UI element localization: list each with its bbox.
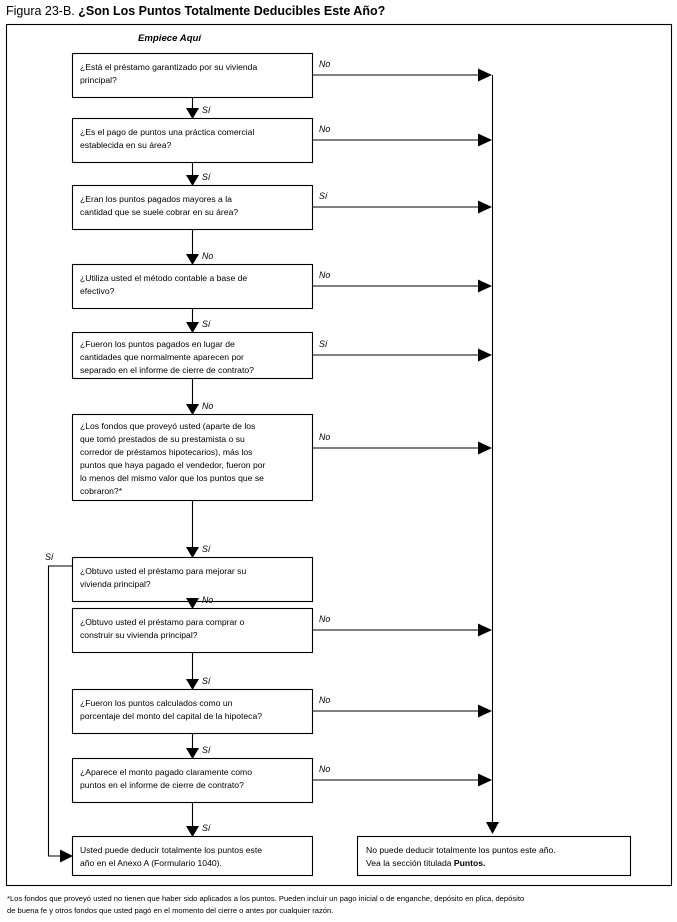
arrowhead-q7-no bbox=[186, 598, 199, 609]
arrowhead-q4-no bbox=[478, 279, 492, 293]
node-q10-line-1: puntos en el informe de cierre de contra… bbox=[80, 780, 244, 790]
arrowhead-q9-no bbox=[478, 704, 492, 718]
figure-number: Figura 23-B. bbox=[6, 4, 79, 18]
arrowhead-q2-no bbox=[478, 133, 492, 147]
node-q5-line-2: separado en el informe de cierre de cont… bbox=[80, 365, 254, 375]
node-q6-line-4: lo menos del mismo valor que los puntos … bbox=[80, 473, 264, 483]
not-deductible-bold: Puntos. bbox=[454, 858, 486, 868]
node-outcome-not-deductible[interactable] bbox=[356, 835, 632, 877]
arrowhead-q8-si bbox=[186, 679, 199, 690]
edge-label-q9-no: No bbox=[319, 695, 330, 705]
node-q10[interactable] bbox=[71, 757, 314, 804]
node-q10-line-0: ¿Aparece el monto pagado claramente como bbox=[80, 767, 252, 777]
node-q6-line-3: puntos que haya pagado el vendedor, fuer… bbox=[80, 460, 266, 470]
edge-label-q2-si: Sí bbox=[202, 172, 212, 182]
node-q4-line-0: ¿Utiliza usted el método contable a base… bbox=[80, 273, 247, 283]
node-q6-line-5: cobraron?* bbox=[80, 486, 123, 496]
edge-label-q2-no: No bbox=[319, 124, 330, 134]
node-q8-line-1: construir su vivienda principal? bbox=[80, 630, 198, 640]
node-q7-line-0: ¿Obtuvo usted el préstamo para mejorar s… bbox=[80, 566, 246, 576]
edge-label-q8-si: Sí bbox=[202, 676, 212, 686]
start-here-label: Empiece Aquí bbox=[138, 33, 202, 44]
arrowhead-q10-si bbox=[186, 826, 199, 837]
arrowhead-q10-no bbox=[478, 773, 492, 787]
node-outcome-deductible-line-1: año en el Anexo A (Formulario 1040). bbox=[80, 858, 222, 868]
node-q9[interactable] bbox=[71, 688, 314, 735]
figure-title-text: ¿Son Los Puntos Totalmente Deducibles Es… bbox=[78, 4, 386, 18]
node-q6-line-1: que tomó prestados de su prestamista o s… bbox=[80, 434, 245, 444]
node-outcome-not-deductible-line-1: Vea la sección titulada Puntos. bbox=[366, 858, 485, 868]
edge-label-q10-no: No bbox=[319, 764, 330, 774]
node-q9-line-1: porcentaje del monto del capital de la h… bbox=[80, 711, 262, 721]
node-q2-line-0: ¿Es el pago de puntos una práctica comer… bbox=[80, 127, 254, 137]
arrowhead-q3-no bbox=[186, 254, 199, 265]
node-q3-line-0: ¿Eran los puntos pagados mayores a la bbox=[80, 194, 232, 204]
footnote-line-1: *Los fondos que proveyó usted no tienen … bbox=[7, 894, 524, 903]
arrowhead-q9-si bbox=[186, 748, 199, 759]
edge-label-q9-si: Sí bbox=[202, 745, 212, 755]
edge-label-q5-si: Sí bbox=[319, 339, 329, 349]
node-q1-line-0: ¿Está el préstamo garantizado por su viv… bbox=[80, 62, 257, 72]
arrowhead-q1-si bbox=[186, 108, 199, 119]
node-q5-line-1: cantidades que normalmente aparecen por bbox=[80, 352, 244, 362]
node-q5-line-0: ¿Fueron los puntos pagados en lugar de bbox=[80, 339, 235, 349]
arrowhead-q2-si bbox=[186, 175, 199, 186]
node-q4-line-1: efectivo? bbox=[80, 286, 115, 296]
edge-q7-si-bypass bbox=[47, 565, 73, 857]
node-q2-line-1: establecida en su área? bbox=[80, 140, 171, 150]
node-q1-line-1: principal? bbox=[80, 75, 117, 85]
edge-label-q3-si: Sí bbox=[319, 191, 329, 201]
edge-label-q1-si: Sí bbox=[202, 105, 212, 115]
edge-label-q6-si: Sí bbox=[202, 544, 212, 554]
arrowhead-q8-no bbox=[478, 623, 492, 637]
arrowhead-q5-no bbox=[186, 404, 199, 415]
edge-label-q6-no: No bbox=[319, 432, 330, 442]
node-q7[interactable] bbox=[71, 556, 314, 603]
edge-label-q4-si: Sí bbox=[202, 319, 212, 329]
node-q6-line-0: ¿Los fondos que proveyó usted (aparte de… bbox=[80, 421, 255, 431]
node-q8-line-0: ¿Obtuvo usted el préstamo para comprar o bbox=[80, 617, 245, 627]
edge-label-q10-si: Sí bbox=[202, 823, 212, 833]
arrow-into-not-deductible bbox=[486, 822, 499, 834]
arrowhead-q5-si bbox=[478, 348, 492, 362]
node-q7-line-1: vivienda principal? bbox=[80, 579, 151, 589]
node-outcome-not-deductible-line-0: No puede deducir totalmente los puntos e… bbox=[366, 845, 556, 855]
node-outcome-deductible-line-0: Usted puede deducir totalmente los punto… bbox=[80, 845, 262, 855]
footnote-line-2: de buena fe y otros fondos que usted pag… bbox=[7, 906, 333, 915]
edge-label-q3-no: No bbox=[202, 251, 213, 261]
edge-label-q7-si: Sí bbox=[45, 552, 55, 562]
arrowhead-q6-no bbox=[478, 441, 492, 455]
edge-label-q7-no: No bbox=[202, 595, 213, 605]
edge-label-q4-no: No bbox=[319, 270, 330, 280]
node-q9-line-0: ¿Fueron los puntos calculados como un bbox=[80, 698, 233, 708]
arrowhead-q4-si bbox=[186, 322, 199, 333]
arrowhead-q6-si bbox=[186, 547, 199, 558]
arrowhead-q7-si bbox=[60, 849, 73, 863]
edge-label-q1-no: No bbox=[319, 59, 330, 69]
edge-label-q5-no: No bbox=[202, 401, 213, 411]
edge-label-q8-no: No bbox=[319, 614, 330, 624]
figure-frame bbox=[5, 23, 673, 887]
node-q6-line-2: corredor de préstamos hipotecarios), más… bbox=[80, 447, 252, 457]
arrowhead-q3-si bbox=[478, 200, 492, 214]
page-title: Figura 23-B. ¿Son Los Puntos Totalmente … bbox=[6, 3, 385, 19]
node-outcome-deductible[interactable] bbox=[71, 835, 314, 877]
arrowhead-q1-no bbox=[478, 68, 492, 82]
node-q3-line-1: cantidad que se suele cobrar en su área? bbox=[80, 207, 238, 217]
not-deductible-text: Vea la sección titulada bbox=[366, 858, 454, 868]
node-q1[interactable] bbox=[71, 52, 314, 99]
